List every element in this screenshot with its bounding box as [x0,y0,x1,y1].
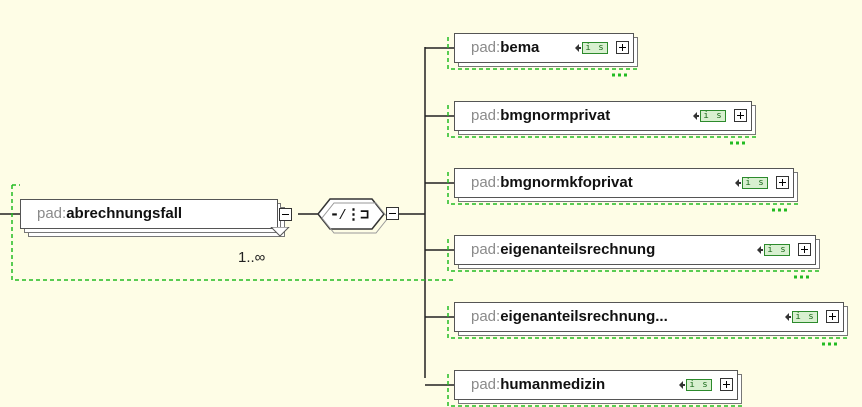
child-content-outline [447,37,640,70]
child-content-outline [447,105,758,138]
sequence-compositor-shape [317,198,389,234]
element-prefix: pad: [471,308,501,325]
child-element-4[interactable]: pad:eigenanteilsrechnung...i s [454,302,862,336]
expand-icon[interactable] [616,41,629,54]
expand-icon[interactable] [798,243,811,256]
expand-icon[interactable] [776,176,789,189]
simple-type-badge-icon: i s [575,42,608,54]
child-content-outline [447,239,822,272]
element-box[interactable]: pad:eigenanteilsrechnung [454,235,816,265]
chevron-down-icon [270,227,290,237]
child-content-outline [447,374,744,407]
sequence-icon: -⁄⋮⊐ [330,205,369,223]
element-name: bmgnormkfoprivat [500,174,633,191]
element-prefix: pad: [471,376,501,393]
child-element-1[interactable]: pad:bmgnormprivat i s [454,101,782,135]
element-name: humanmedizin [500,376,606,393]
simple-type-badge-icon: i s [785,311,818,323]
element-name: bmgnormprivat [500,107,611,124]
element-prefix: pad: [471,174,501,191]
simple-type-badge-icon: i s [693,110,726,122]
expand-icon[interactable] [826,310,839,323]
element-prefix: pad: [471,39,501,56]
root-element-box[interactable]: pad:abrechnungsfall [20,199,278,229]
simple-type-badge-icon: i s [679,379,712,391]
child-content-outline [447,172,800,205]
collapse-icon[interactable] [386,207,399,220]
simple-type-badge-icon: i s [735,177,768,189]
expand-icon[interactable] [734,109,747,122]
element-box[interactable]: pad:humanmedizin [454,370,738,400]
element-box[interactable]: pad:eigenanteilsrechnung... [454,302,844,332]
element-prefix: pad: [471,107,501,124]
sequence-compositor[interactable]: -⁄⋮⊐ [318,197,384,231]
child-element-2[interactable]: pad:bmgnormkfoprivat i s [454,168,824,202]
expand-icon[interactable] [720,378,733,391]
root-element-abrechnungsfall[interactable]: pad:abrechnungsfall 1..∞ [20,199,300,266]
element-prefix: pad: [471,241,501,258]
element-name: abrechnungsfall [66,205,183,222]
element-name: bema [500,39,540,56]
collapse-icon[interactable] [279,208,292,221]
element-name: eigenanteilsrechnung... [500,308,668,325]
simple-type-badge-icon: i s [757,244,790,256]
element-name: eigenanteilsrechnung [500,241,656,258]
child-content-outline [447,306,850,339]
element-prefix: pad: [37,205,67,222]
element-box[interactable]: pad:bema [454,33,634,63]
occurrence-label: 1..∞ [238,249,266,266]
